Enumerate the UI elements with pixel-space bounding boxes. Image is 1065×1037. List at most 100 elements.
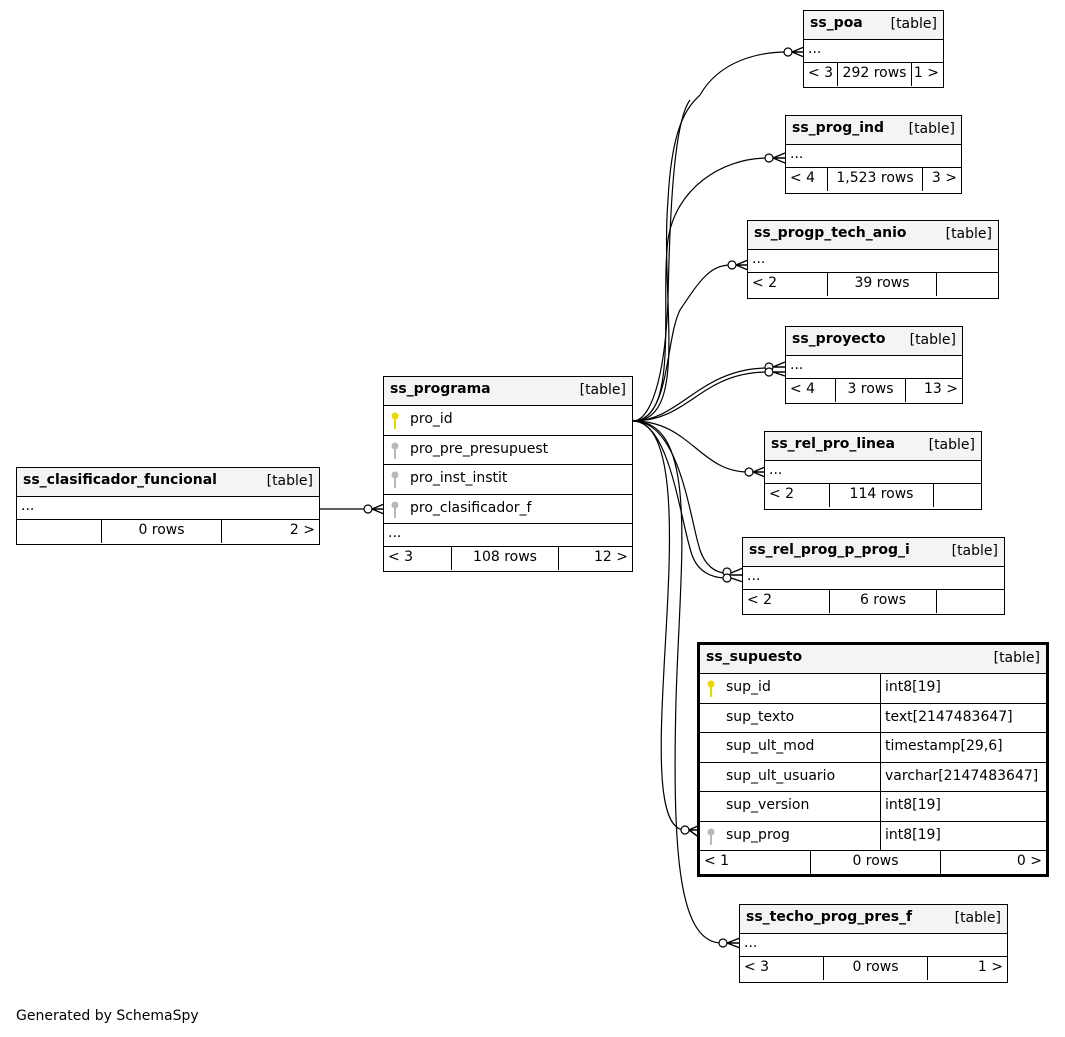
column-row[interactable]: sup_texto text[2147483647]: [700, 703, 1046, 733]
table-header: ss_progp_tech_anio [table]: [748, 221, 998, 250]
columns-ellipsis: ...: [765, 461, 981, 484]
column-row[interactable]: pro_id: [384, 406, 632, 436]
children-count: 2 >: [221, 520, 319, 543]
table-ss-programa[interactable]: ss_programa [table] pro_id pro_pre_presu…: [383, 376, 633, 572]
parents-count: < 3: [744, 959, 770, 975]
children-count: 1 >: [927, 957, 1007, 980]
children-count: 1 >: [911, 63, 943, 86]
table-type: [table]: [993, 650, 1040, 666]
column-name: pro_clasificador_f: [410, 499, 532, 516]
column-type: varchar[2147483647]: [880, 762, 1038, 791]
ellipsis-text: ...: [769, 462, 783, 478]
table-header: ss_clasificador_funcional [table]: [17, 468, 319, 497]
table-footer: 0 rows 2 >: [17, 520, 319, 543]
children-count: 3 >: [922, 168, 961, 191]
table-footer: < 2 6 rows: [743, 590, 1004, 613]
edge-programa-poa: [632, 51, 788, 422]
table-name[interactable]: ss_supuesto: [706, 649, 803, 665]
column-name: sup_prog: [726, 826, 790, 843]
table-type: [table]: [951, 543, 998, 559]
table-name[interactable]: ss_proyecto: [792, 331, 886, 347]
table-footer: < 4 3 rows 13 >: [786, 379, 962, 402]
table-type: [table]: [890, 16, 937, 32]
table-ss-techo-prog-pres-f[interactable]: ss_techo_prog_pres_f [table] ... < 3 0 r…: [739, 904, 1008, 983]
edge-programa-rel-pro-linea: [632, 420, 749, 473]
edge-programa-proyecto-1: [632, 367, 769, 422]
table-name[interactable]: ss_programa: [390, 381, 491, 397]
table-name[interactable]: ss_techo_prog_pres_f: [746, 909, 913, 925]
table-footer: < 4 1,523 rows 3 >: [786, 168, 961, 191]
column-type: text[2147483647]: [880, 703, 1013, 732]
children-count: [936, 590, 1004, 613]
ellipsis-text: ...: [752, 251, 766, 267]
row-count: 292 rows: [837, 63, 911, 86]
columns-ellipsis: ...: [743, 567, 1004, 590]
children-count: 0 >: [940, 851, 1046, 874]
column-row[interactable]: pro_pre_presupuest: [384, 436, 632, 465]
table-footer: < 2 39 rows: [748, 273, 998, 296]
table-header: ss_rel_prog_p_prog_i [table]: [743, 538, 1004, 567]
table-name[interactable]: ss_poa: [810, 15, 863, 31]
column-name: pro_pre_presupuest: [410, 440, 549, 457]
parents-count: [17, 520, 101, 543]
foreign-key-icon: [391, 442, 399, 459]
table-name[interactable]: ss_rel_prog_p_prog_i: [749, 542, 910, 558]
edge-programa-supuesto: [632, 420, 686, 831]
parents-count: < 1: [704, 853, 730, 869]
row-count: 1,523 rows: [827, 168, 922, 191]
table-footer: < 1 0 rows 0 >: [700, 851, 1046, 874]
column-row[interactable]: sup_id int8[19]: [700, 674, 1046, 704]
row-count: 0 rows: [101, 520, 221, 543]
table-header: ss_supuesto [table]: [700, 645, 1046, 674]
column-row[interactable]: pro_inst_instit: [384, 465, 632, 495]
table-header: ss_programa [table]: [384, 377, 632, 406]
children-count: [933, 484, 981, 507]
columns-ellipsis: ...: [786, 356, 962, 379]
table-name[interactable]: ss_rel_pro_linea: [771, 436, 895, 452]
table-ss-clasificador-funcional[interactable]: ss_clasificador_funcional [table] ... 0 …: [16, 467, 320, 545]
row-count: 39 rows: [827, 273, 936, 296]
table-name[interactable]: ss_clasificador_funcional: [23, 472, 217, 488]
column-type: int8[19]: [880, 674, 941, 703]
ellipsis-text: ...: [808, 41, 822, 57]
row-count: 0 rows: [823, 957, 927, 980]
table-type: [table]: [266, 473, 313, 489]
children-count: [936, 273, 998, 296]
table-ss-rel-prog-p-prog-i[interactable]: ss_rel_prog_p_prog_i [table] ... < 2 6 r…: [742, 537, 1005, 615]
table-type: [table]: [945, 226, 992, 242]
table-type: [table]: [579, 382, 626, 398]
row-count: 3 rows: [835, 379, 905, 402]
column-row[interactable]: sup_prog int8[19]: [700, 821, 1046, 851]
table-type: [table]: [954, 910, 1001, 926]
table-type: [table]: [909, 332, 956, 348]
table-header: ss_rel_pro_linea [table]: [765, 432, 981, 461]
table-ss-poa[interactable]: ss_poa [table] ... < 3 292 rows 1 >: [803, 10, 944, 88]
table-name[interactable]: ss_prog_ind: [792, 120, 885, 136]
table-ss-supuesto[interactable]: ss_supuesto [table] sup_id int8[19] sup_…: [697, 642, 1049, 877]
table-ss-prog-ind[interactable]: ss_prog_ind [table] ... < 4 1,523 rows 3…: [785, 115, 962, 194]
column-row[interactable]: sup_ult_usuario varchar[2147483647]: [700, 762, 1046, 792]
foreign-key-icon: [391, 471, 399, 488]
table-ss-progp-tech-anio[interactable]: ss_progp_tech_anio [table] ... < 2 39 ro…: [747, 220, 999, 299]
column-type: timestamp[29,6]: [880, 733, 1003, 762]
column-row[interactable]: sup_ult_mod timestamp[29,6]: [700, 733, 1046, 763]
table-footer: < 3 108 rows 12 >: [384, 547, 632, 570]
row-count: 6 rows: [829, 590, 936, 613]
parents-count: < 4: [790, 381, 816, 397]
table-header: ss_poa [table]: [804, 11, 943, 40]
table-type: [table]: [908, 121, 955, 137]
column-row[interactable]: pro_clasificador_f: [384, 495, 632, 524]
edge-programa-progp-tech-anio: [632, 264, 732, 422]
table-ss-rel-pro-linea[interactable]: ss_rel_pro_linea [table] ... < 2 114 row…: [764, 431, 982, 510]
ellipsis-text: ...: [388, 525, 402, 541]
ellipsis-text: ...: [744, 935, 758, 951]
table-ss-proyecto[interactable]: ss_proyecto [table] ... < 4 3 rows 13 >: [785, 326, 963, 404]
ellipsis-text: ...: [747, 568, 761, 584]
table-name[interactable]: ss_progp_tech_anio: [754, 225, 907, 241]
table-header: ss_proyecto [table]: [786, 327, 962, 356]
column-name: sup_ult_usuario: [726, 767, 836, 784]
primary-key-icon: [391, 412, 399, 429]
column-row[interactable]: sup_version int8[19]: [700, 792, 1046, 822]
column-type: int8[19]: [880, 792, 941, 821]
